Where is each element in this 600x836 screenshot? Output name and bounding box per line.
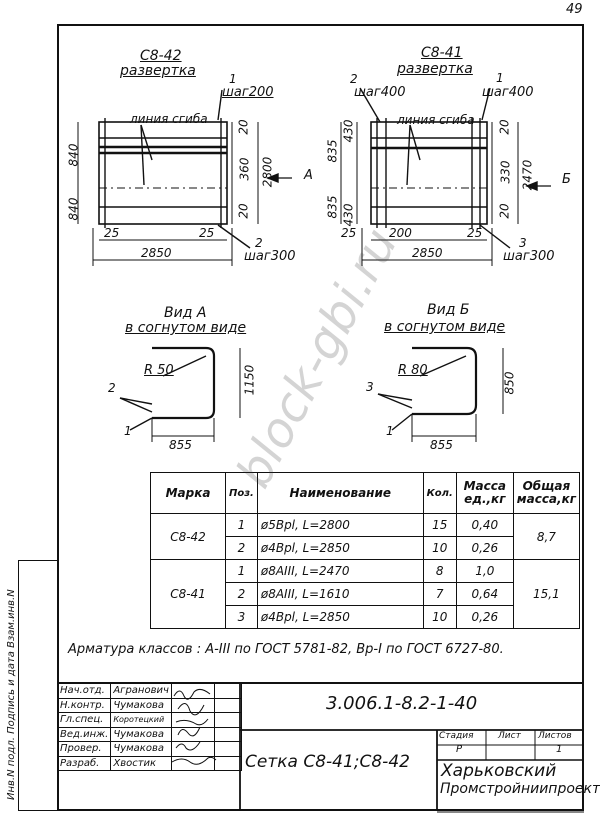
c841-bend-label: линия сгиба xyxy=(397,113,475,127)
view-a-pos2: 2 xyxy=(108,381,116,395)
drawing-frame xyxy=(57,24,584,811)
qty-cell: 8 xyxy=(422,559,457,583)
mark-cell: С8-41 xyxy=(150,559,226,629)
c841-view-arrow: Б xyxy=(562,172,571,187)
table-row: 2 ø4Вpl, L=2850 10 0,26 xyxy=(151,536,580,560)
side-stamp-box xyxy=(18,560,57,811)
view-a-radius: R 50 xyxy=(144,363,174,378)
c841-outline xyxy=(370,121,488,225)
sheet-title: Сетка С8-41;С8-42 xyxy=(245,752,410,772)
sheet-label: Лист xyxy=(498,731,521,741)
c841-dim-200: 200 xyxy=(389,226,412,240)
mass-cell: 0,40 xyxy=(455,513,514,537)
staff-row: Нач.отд.Агранович xyxy=(56,683,242,699)
view-a-pos1: 1 xyxy=(124,424,132,438)
spec-table: Марка Поз. Наименование Кол. Масса ед.,к… xyxy=(150,472,581,629)
col-mass-total: Общая масса,кг xyxy=(512,472,581,514)
stage-label: Стадия xyxy=(439,731,474,741)
staff-role: Разраб. xyxy=(56,755,112,771)
table-row: С8-41 1 ø8AIII, L=2470 8 1,0 15,1 xyxy=(150,559,581,629)
c841-dim-25b: 25 xyxy=(467,226,483,240)
c842-dim-25a: 25 xyxy=(104,226,120,240)
c841-step2: шаг400 xyxy=(354,85,406,100)
view-a-profile xyxy=(152,346,216,420)
view-b-width: 855 xyxy=(430,438,453,452)
note: Арматура классов : A-III по ГОСТ 5781-82… xyxy=(68,642,504,657)
title-block: Нач.отд.Агранович Н.контр.Чумакова Гл.сп… xyxy=(56,683,584,811)
c842-step1: шаг200 xyxy=(222,85,274,100)
total-cell: 8,7 xyxy=(512,513,581,560)
stage-value: Р xyxy=(456,744,463,755)
c842-step2: шаг300 xyxy=(244,249,296,264)
qty-cell: 15 xyxy=(422,513,457,537)
c842-bend-label: линия сгиба xyxy=(130,112,208,126)
view-a-title: Вид А xyxy=(164,305,207,321)
qty-cell: 10 xyxy=(422,605,457,629)
table-row: 3 ø4Вpl, L=2850 10 0,26 xyxy=(151,605,580,629)
sheets-label: Листов xyxy=(538,731,572,741)
view-b-subtitle: в согнутом виде xyxy=(384,319,506,335)
name-cell: ø4Вpl, L=2850 xyxy=(256,605,424,629)
c842-pos1: 1 xyxy=(229,72,237,86)
c842-dim-width: 2850 xyxy=(141,246,172,260)
col-name: Наименование xyxy=(256,472,424,514)
mass-cell: 0,26 xyxy=(455,536,514,560)
view-b-profile xyxy=(412,346,478,416)
qty-cell: 7 xyxy=(422,582,457,606)
c841-pos2: 2 xyxy=(350,72,358,86)
mass-cell: 0,26 xyxy=(455,605,514,629)
c842-pos2: 2 xyxy=(255,236,263,250)
spec-header-row: Марка Поз. Наименование Кол. Масса ед.,к… xyxy=(150,472,581,514)
c842-dim-25b: 25 xyxy=(199,226,215,240)
view-b-pos1: 1 xyxy=(386,424,394,438)
name-cell: ø8AIII, L=1610 xyxy=(256,582,424,606)
page-number: 49 xyxy=(566,2,583,17)
staff-row: Гл.спец.Коротецкий xyxy=(56,712,242,728)
org-line2: Промстройниипроект xyxy=(440,781,600,797)
name-cell: ø4Вpl, L=2850 xyxy=(256,536,424,560)
c841-step1: шаг400 xyxy=(482,85,534,100)
view-b-radius: R 80 xyxy=(398,363,428,378)
c841-dim-25: 25 xyxy=(341,226,357,240)
sheets-value: 1 xyxy=(556,744,563,755)
staff-table: Нач.отд.Агранович Н.контр.Чумакова Гл.сп… xyxy=(56,683,242,771)
c841-pos3: 3 xyxy=(519,236,527,250)
qty-cell: 10 xyxy=(422,536,457,560)
c841-title: С8-41 xyxy=(421,45,463,61)
view-a-subtitle: в согнутом виде xyxy=(125,320,247,336)
staff-date xyxy=(213,755,242,771)
org-line1: Харьковский xyxy=(441,761,557,781)
mass-cell: 1,0 xyxy=(455,559,514,583)
table-row: С8-42 1 ø5Вpl, L=2800 15 0,40 8,7 xyxy=(150,513,581,560)
view-b-pos3: 3 xyxy=(366,380,374,394)
view-b-title: Вид Б xyxy=(427,302,470,318)
pos-cell: 3 xyxy=(225,605,258,629)
name-cell: ø8AIII, L=2470 xyxy=(256,559,424,583)
view-a-width: 855 xyxy=(169,438,192,452)
c841-dim-width: 2850 xyxy=(412,246,443,260)
c842-subtitle: развертка xyxy=(120,63,196,79)
staff-row: Вед.инж.Чумакова xyxy=(56,726,242,742)
c841-subtitle: развертка xyxy=(397,61,473,77)
c841-pos1: 1 xyxy=(496,71,504,85)
doc-code: 3.006.1-8.2-1-40 xyxy=(326,693,478,714)
c842-outline xyxy=(98,121,228,225)
total-cell: 15,1 xyxy=(512,559,581,629)
c841-step3: шаг300 xyxy=(503,249,555,264)
c842-view-arrow: А xyxy=(304,168,313,183)
staff-role: Провер. xyxy=(56,741,112,757)
col-mark: Марка xyxy=(150,472,226,514)
c842-title: С8-42 xyxy=(140,48,182,64)
